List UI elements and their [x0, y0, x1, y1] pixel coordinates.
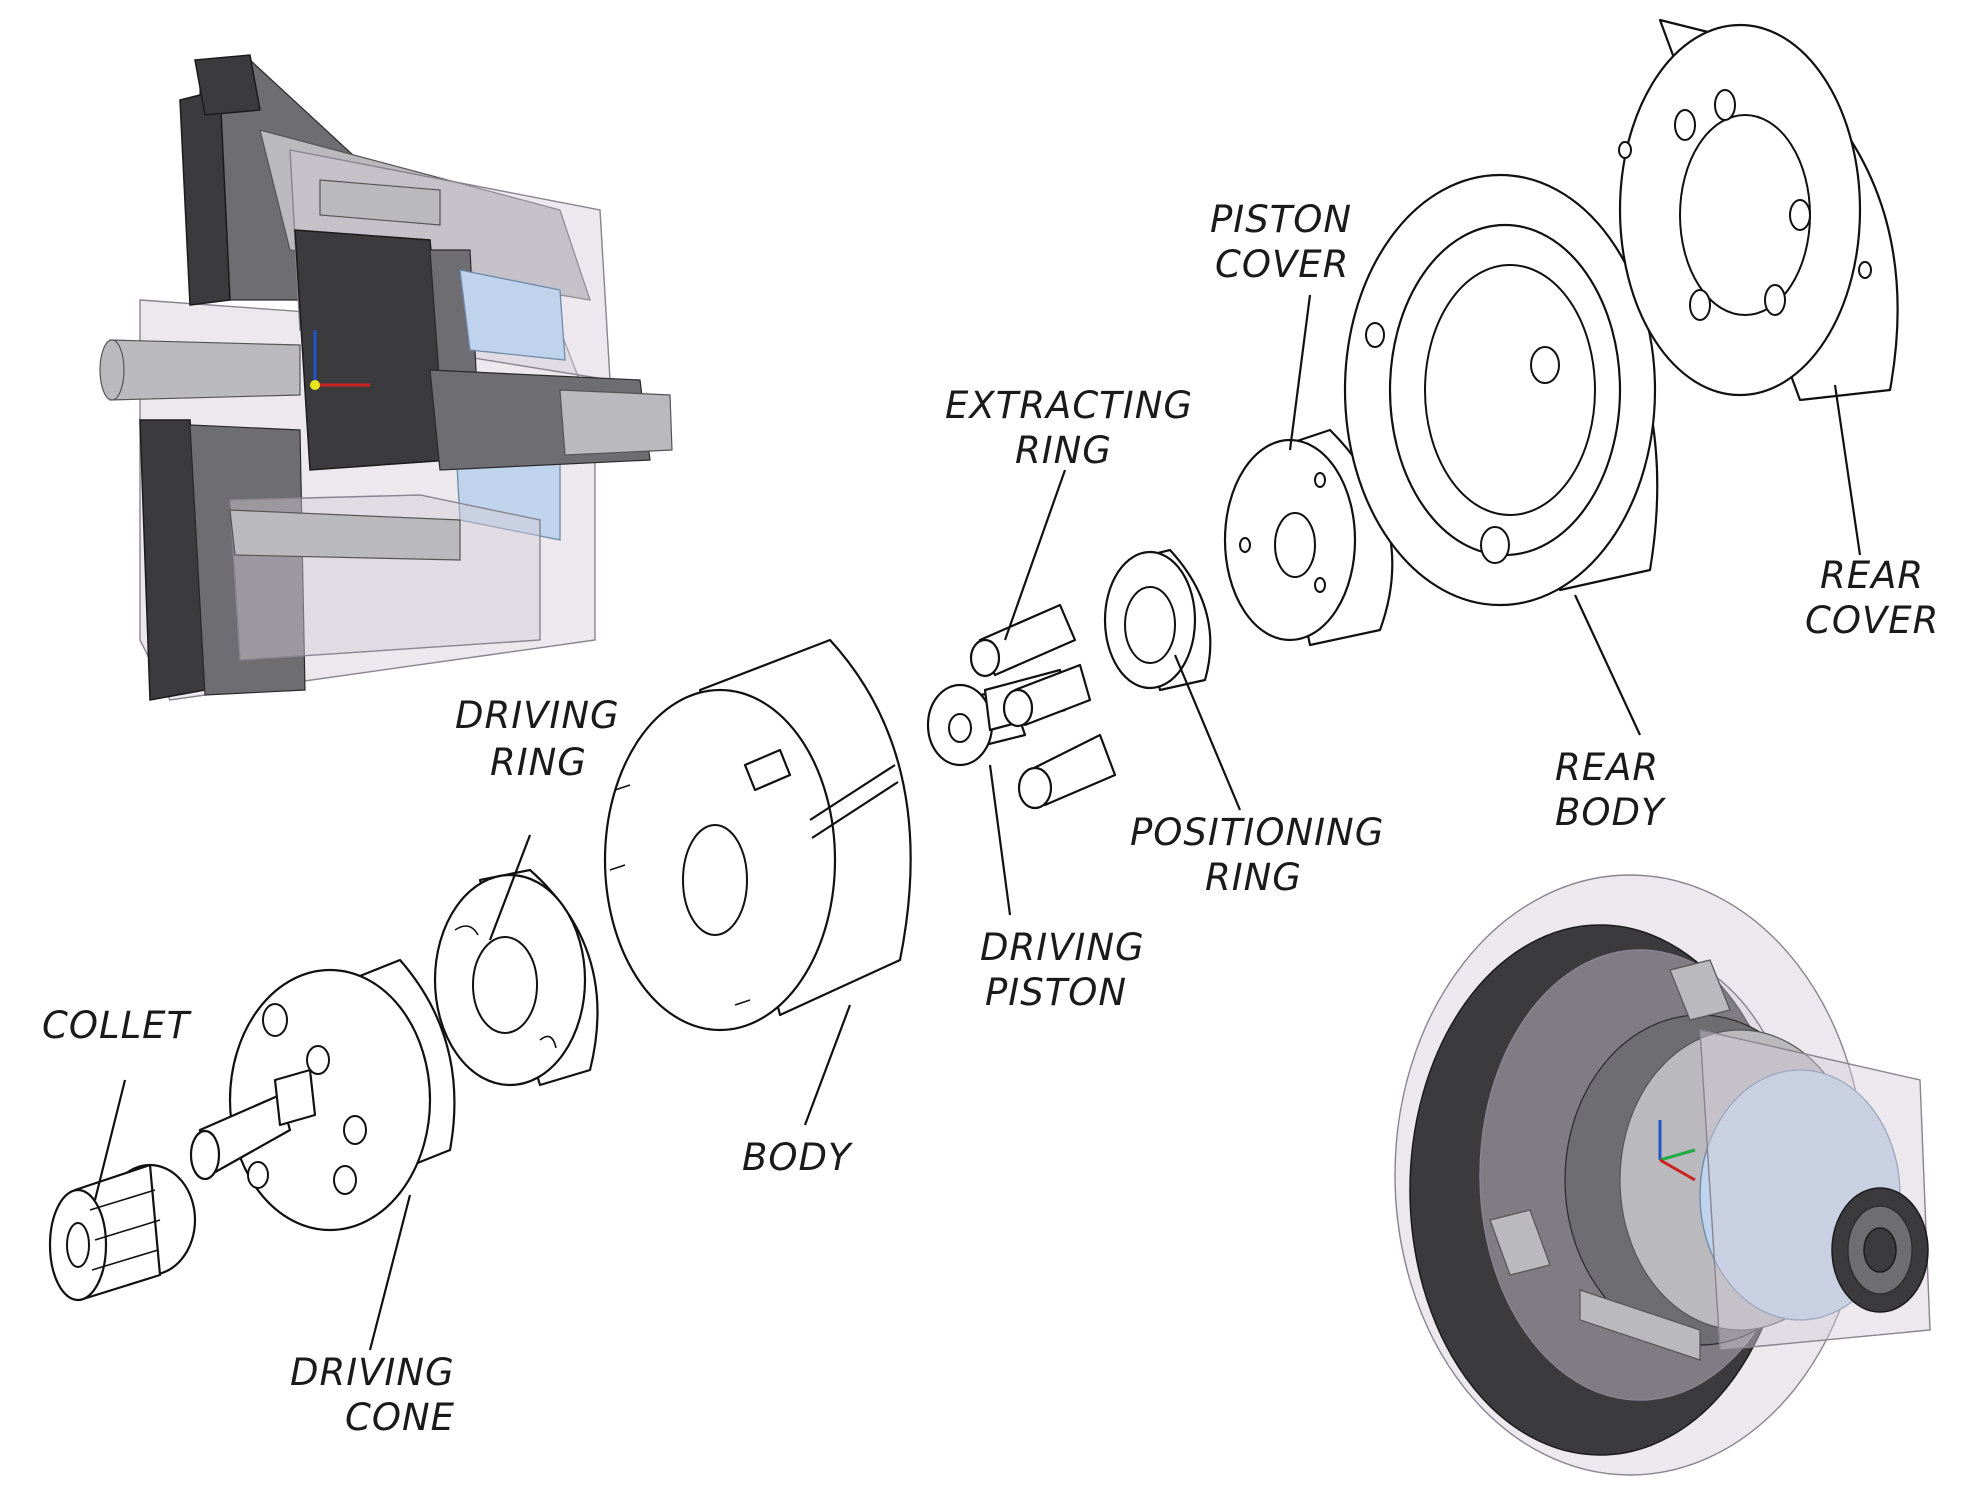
driving-ring-part	[433, 868, 599, 1087]
rear-body-part	[1343, 173, 1659, 607]
label-rear-cover-line1: REAR	[1820, 554, 1924, 597]
label-driving-cone-line2: CONE	[345, 1396, 455, 1439]
label-positioning-ring-line2: RING	[1205, 856, 1302, 899]
driving-cone-part	[189, 958, 456, 1232]
positioning-ring-part	[1103, 548, 1212, 692]
label-rear-cover-line2: COVER	[1805, 599, 1939, 642]
extracting-ring-part	[969, 603, 1117, 810]
label-driving-piston-line2: PISTON	[985, 971, 1127, 1014]
label-rear-body-line1: REAR	[1555, 746, 1659, 789]
label-body: BODY	[742, 1136, 853, 1179]
body-part	[603, 638, 912, 1032]
label-extracting-ring-line1: EXTRACTING	[945, 384, 1193, 427]
collet-part	[48, 1163, 197, 1302]
label-piston-cover-line2: COVER	[1215, 243, 1349, 286]
rear-cover-part	[1618, 18, 1899, 402]
label-driving-ring-line2: RING	[490, 741, 587, 784]
label-driving-ring-line1: DRIVING	[455, 694, 620, 737]
label-driving-piston-line1: DRIVING	[980, 926, 1145, 969]
label-rear-body-line2: BODY	[1555, 791, 1666, 834]
label-extracting-ring-line2: RING	[1015, 429, 1112, 472]
leader-lines	[93, 294, 1862, 1351]
label-driving-cone-line1: DRIVING	[290, 1351, 455, 1394]
transparent-assembly-render	[1394, 874, 1931, 1476]
sectioned-assembly-render	[99, 54, 673, 701]
label-positioning-ring-line1: POSITIONING	[1130, 811, 1384, 854]
label-piston-cover-line1: PISTON	[1210, 198, 1352, 241]
label-collet: COLLET	[42, 1004, 192, 1047]
